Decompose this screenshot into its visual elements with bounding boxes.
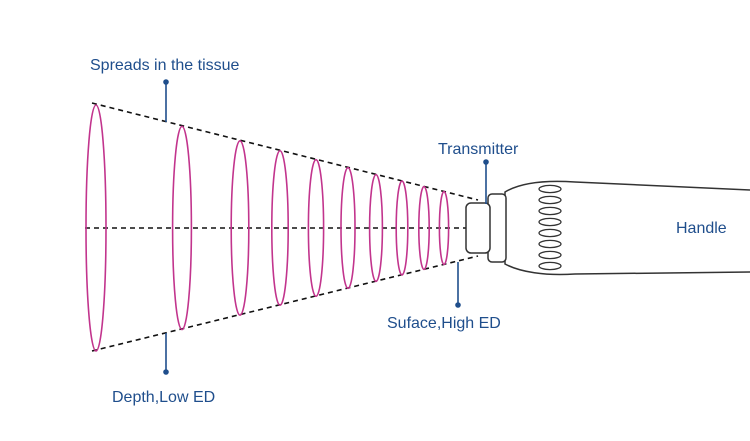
wavefront-ellipse (417, 185, 430, 271)
surface-leader-dot (455, 302, 461, 308)
grip-ridge (538, 261, 562, 271)
label-handle: Handle (676, 220, 727, 237)
depth-leader-dot (163, 369, 169, 375)
wavefront-ellipse (438, 190, 450, 266)
wavefront-ellipse (307, 158, 325, 298)
grip-ridge (538, 217, 562, 227)
wavefront-ellipse (270, 149, 289, 307)
leader-lines (163, 79, 489, 375)
grip-ridges (538, 184, 562, 271)
handpiece (465, 180, 750, 276)
grip-ridge (538, 228, 562, 238)
transmitter-leader-dot (483, 159, 489, 165)
wavefront-ellipse (171, 125, 193, 331)
grip-ridge (538, 250, 562, 260)
cone-top-edge (91, 102, 479, 201)
transmitter-tip (465, 202, 491, 254)
cone-bottom-edge (91, 255, 479, 352)
wavefronts (85, 104, 450, 352)
label-spreads: Spreads in the tissue (90, 57, 240, 74)
wavefront-ellipse (340, 166, 356, 290)
grip-ridge (538, 195, 562, 205)
label-surface: Suface,High ED (387, 315, 501, 332)
wavefront-ellipse (85, 104, 107, 352)
grip-ridge (538, 206, 562, 216)
wavefront-ellipse (368, 173, 384, 283)
wavefront-ellipse (230, 140, 250, 316)
spreads-leader-dot (163, 79, 169, 85)
label-transmitter: Transmitter (438, 141, 519, 158)
grip-ridge (538, 239, 562, 249)
grip-ridge (538, 184, 562, 194)
wavefront-ellipse (395, 180, 409, 276)
label-depth: Depth,Low ED (112, 389, 215, 406)
